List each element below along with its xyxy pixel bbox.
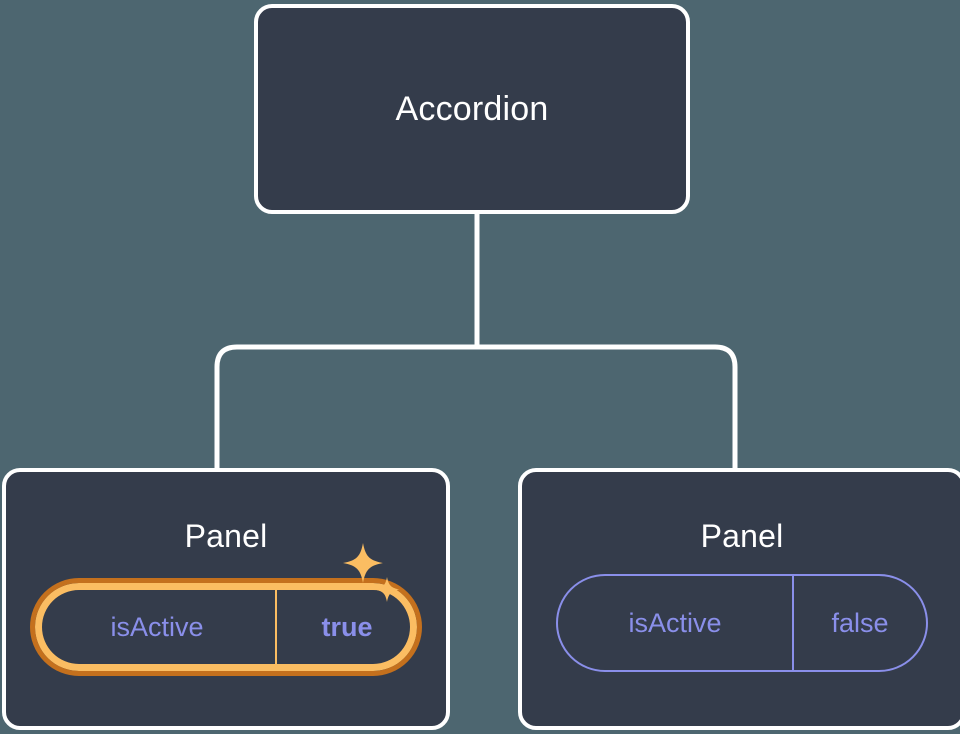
tree-node-panel-1[interactable]: Panel isActive false bbox=[518, 468, 960, 730]
prop-pill-isactive-true[interactable]: isActive true bbox=[30, 543, 422, 676]
prop-name: isActive bbox=[35, 590, 277, 664]
tree-node-accordion[interactable]: Accordion bbox=[254, 4, 690, 214]
node-title: Panel bbox=[184, 518, 268, 554]
prop-pill-isactive-false[interactable]: isActive false bbox=[556, 574, 928, 672]
connector-branch-right bbox=[477, 344, 738, 470]
prop-name: isActive bbox=[558, 576, 794, 670]
node-title: Accordion bbox=[395, 90, 549, 128]
prop-value: true bbox=[321, 611, 373, 642]
node-title: Panel bbox=[700, 518, 784, 554]
connector-branch-left bbox=[214, 344, 477, 470]
tree-node-panel-0[interactable]: Panel isActive true bbox=[2, 468, 450, 730]
prop-value: false bbox=[831, 607, 889, 638]
